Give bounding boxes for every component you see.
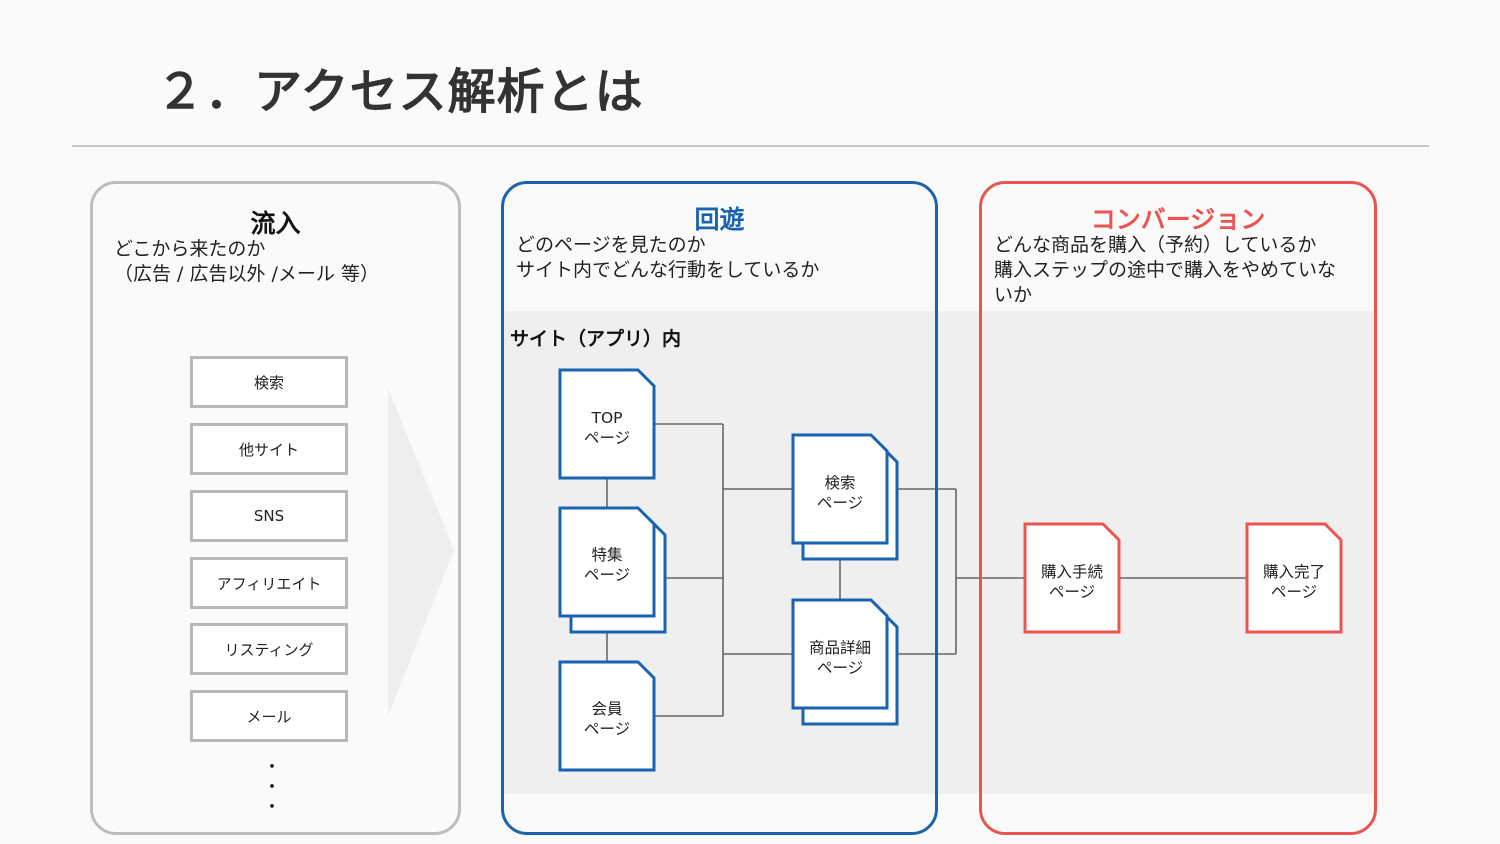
source-search: 検索	[190, 356, 348, 408]
connector-lines	[606, 423, 1247, 717]
page-label-top: TOP ページ	[560, 408, 654, 448]
source-mail: メール	[190, 690, 348, 742]
navigation-panel	[501, 181, 938, 835]
conversion-desc-line: いか	[994, 284, 1033, 306]
page-label-line: ページ	[1270, 583, 1318, 601]
ellipsis-dot: ・	[263, 777, 281, 798]
page-icons	[558, 368, 1343, 772]
page-icon-product	[791, 598, 889, 710]
title-divider	[72, 145, 1429, 147]
page-label-line: 購入完了	[1262, 563, 1325, 581]
page-icon-checkout	[1023, 522, 1121, 634]
page-label-search: 検索 ページ	[793, 473, 887, 513]
page-icon-top	[558, 368, 656, 480]
page-label-line: ページ	[583, 720, 631, 738]
inflow-description: どこから来たのか （広告 / 広告以外 /メール 等）	[114, 237, 379, 287]
navigation-description: どのページを見たのか サイト内でどんな行動をしているか	[516, 233, 819, 283]
page-label-member: 会員 ページ	[560, 699, 654, 739]
page-label-line: 会員	[591, 700, 623, 718]
slide-title: ２．アクセス解析とは	[156, 64, 644, 120]
page-label-line: 特集	[591, 546, 623, 564]
page-label-line: ページ	[1048, 583, 1096, 601]
conversion-desc-line: どんな商品を購入（予約）しているか	[994, 234, 1317, 256]
inflow-desc-line: （広告 / 広告以外 /メール 等）	[114, 263, 379, 285]
more-sources-ellipsis: ・ ・ ・	[263, 757, 281, 818]
source-affiliate: アフィリエイト	[190, 557, 348, 609]
navigation-desc-line: どのページを見たのか	[516, 234, 706, 256]
page-icon-complete	[1245, 522, 1343, 634]
flow-arrow	[388, 388, 454, 716]
page-icon-search	[791, 433, 889, 545]
conversion-panel	[979, 181, 1377, 835]
inflow-desc-line: どこから来たのか	[114, 238, 266, 260]
page-label-line: ページ	[816, 659, 864, 677]
inflow-title: 流入	[250, 209, 301, 238]
page-label-line: ページ	[816, 494, 864, 512]
site-area-label: サイト（アプリ）内	[510, 328, 682, 350]
page-label-line: 検索	[824, 474, 856, 492]
page-label-complete: 購入完了 ページ	[1247, 562, 1341, 602]
page-label-line: 購入手続	[1040, 563, 1103, 581]
page-label-line: TOP	[591, 409, 623, 427]
conversion-description: どんな商品を購入（予約）しているか 購入ステップの途中で購入をやめていな いか	[994, 233, 1336, 308]
page-icon-member	[558, 660, 656, 772]
source-sns: SNS	[190, 490, 348, 542]
ellipsis-dot: ・	[263, 797, 281, 818]
source-other-site: 他サイト	[190, 423, 348, 475]
page-label-line: ページ	[583, 429, 631, 447]
navigation-desc-line: サイト内でどんな行動をしているか	[516, 259, 820, 281]
page-label-line: ページ	[583, 566, 631, 584]
navigation-title: 回遊	[694, 205, 745, 234]
page-label-line: 商品詳細	[808, 639, 871, 657]
page-icon-feature	[558, 506, 656, 618]
page-label-checkout: 購入手続 ページ	[1025, 562, 1119, 602]
conversion-desc-line: 購入ステップの途中で購入をやめていな	[994, 259, 1337, 281]
ellipsis-dot: ・	[263, 757, 281, 778]
conversion-title: コンバージョン	[1090, 205, 1266, 234]
source-listing: リスティング	[190, 623, 348, 675]
page-label-feature: 特集 ページ	[560, 545, 654, 585]
page-label-product: 商品詳細 ページ	[793, 638, 887, 678]
